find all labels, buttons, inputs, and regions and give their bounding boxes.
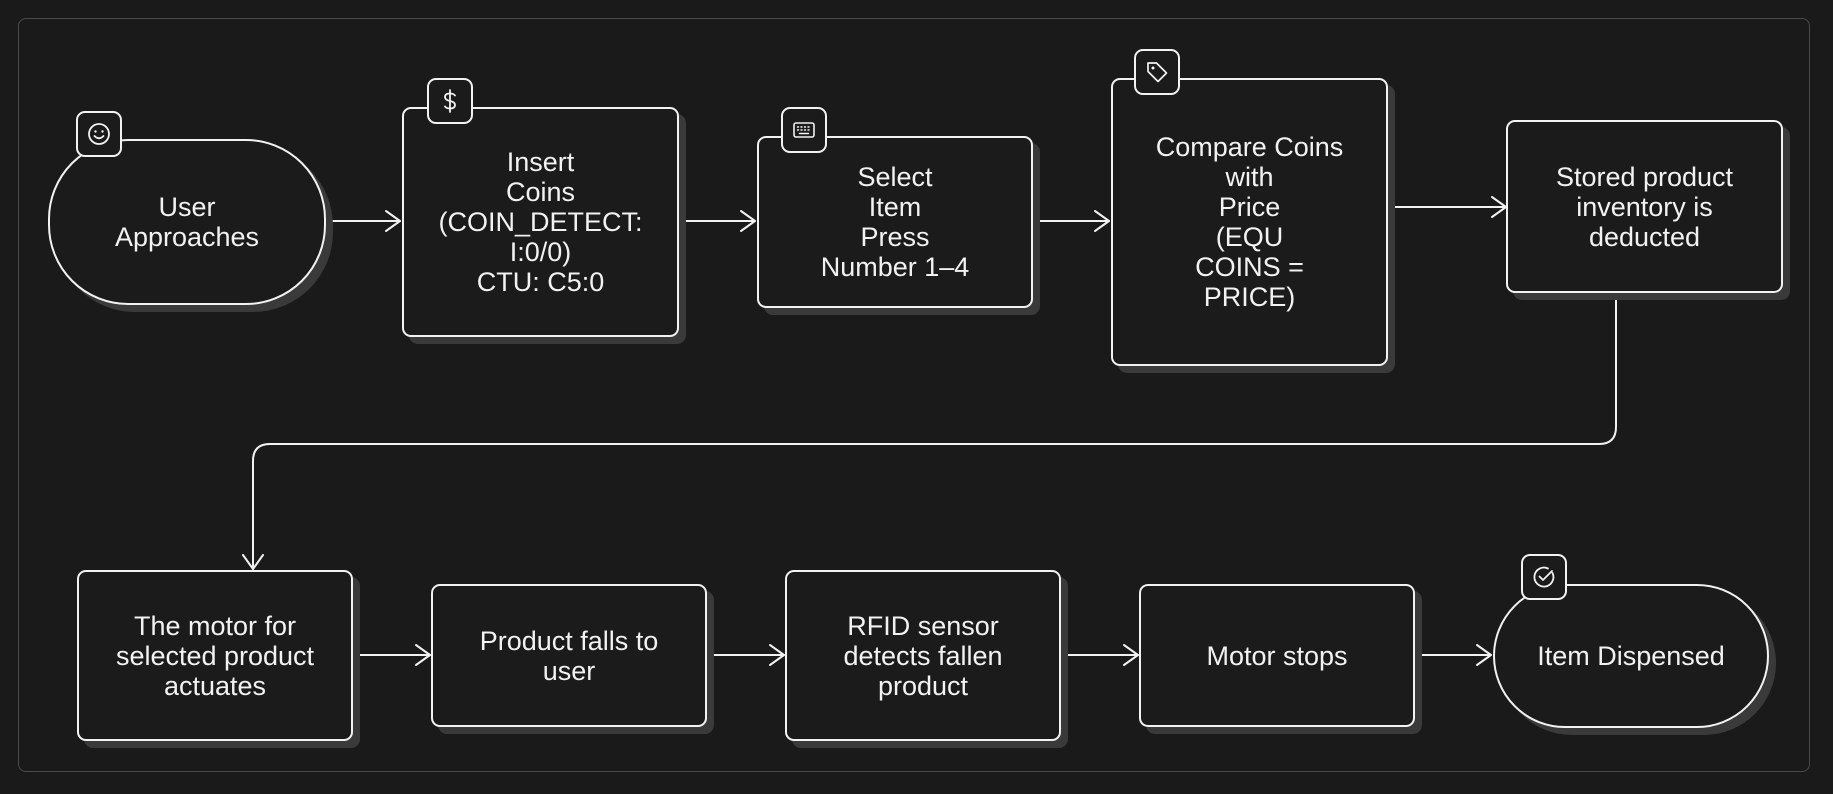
node-motor-actuates: The motor for selected product actuates	[77, 570, 353, 741]
diagram-frame	[18, 18, 1810, 772]
edge-rfid-detects-to-motor-stops	[1060, 644, 1139, 666]
edge-user-approaches-to-insert-coins	[325, 210, 401, 232]
node-label: Product falls to user	[479, 625, 659, 686]
node-user-approaches: User Approaches	[48, 139, 326, 305]
node-label: User Approaches	[114, 192, 260, 252]
node-motor-stops: Motor stops	[1139, 584, 1415, 727]
node-label: Motor stops	[1206, 640, 1348, 671]
edge-compare-coins-to-inventory-deducted	[1387, 196, 1507, 218]
edge-insert-coins-to-select-item	[678, 210, 756, 232]
smiley-icon	[76, 111, 122, 157]
node-insert-coins: Insert Coins (COIN_DETECT: I:0/0) CTU: C…	[402, 107, 679, 337]
node-select-item: Select Item Press Number 1–4	[757, 136, 1033, 308]
node-label: Stored product inventory is deducted	[1555, 161, 1734, 252]
node-product-falls: Product falls to user	[431, 584, 707, 727]
node-label: Item Dispensed	[1537, 641, 1725, 671]
node-inventory-deducted: Stored product inventory is deducted	[1506, 120, 1783, 293]
node-item-dispensed: Item Dispensed	[1493, 584, 1769, 728]
edge-inventory-deducted-to-motor-actuates	[242, 292, 1617, 570]
keyboard-icon	[781, 107, 827, 153]
tag-icon	[1134, 49, 1180, 95]
node-label: Select Item Press Number 1–4	[820, 162, 970, 282]
node-label: RFID sensor detects fallen product	[843, 610, 1003, 701]
edge-motor-stops-to-item-dispensed	[1414, 644, 1492, 666]
check-circle-icon	[1521, 554, 1567, 600]
node-rfid-detects: RFID sensor detects fallen product	[785, 570, 1061, 741]
edge-product-falls-to-rfid-detects	[706, 644, 785, 666]
dollar-icon	[427, 78, 473, 124]
node-label: Compare Coins with Price (EQU COINS = PR…	[1155, 132, 1344, 312]
edge-select-item-to-compare-coins	[1032, 210, 1110, 232]
node-label: Insert Coins (COIN_DETECT: I:0/0) CTU: C…	[438, 147, 643, 297]
node-label: The motor for selected product actuates	[115, 610, 315, 701]
edge-motor-actuates-to-product-falls	[352, 644, 431, 666]
node-compare-coins: Compare Coins with Price (EQU COINS = PR…	[1111, 78, 1388, 366]
